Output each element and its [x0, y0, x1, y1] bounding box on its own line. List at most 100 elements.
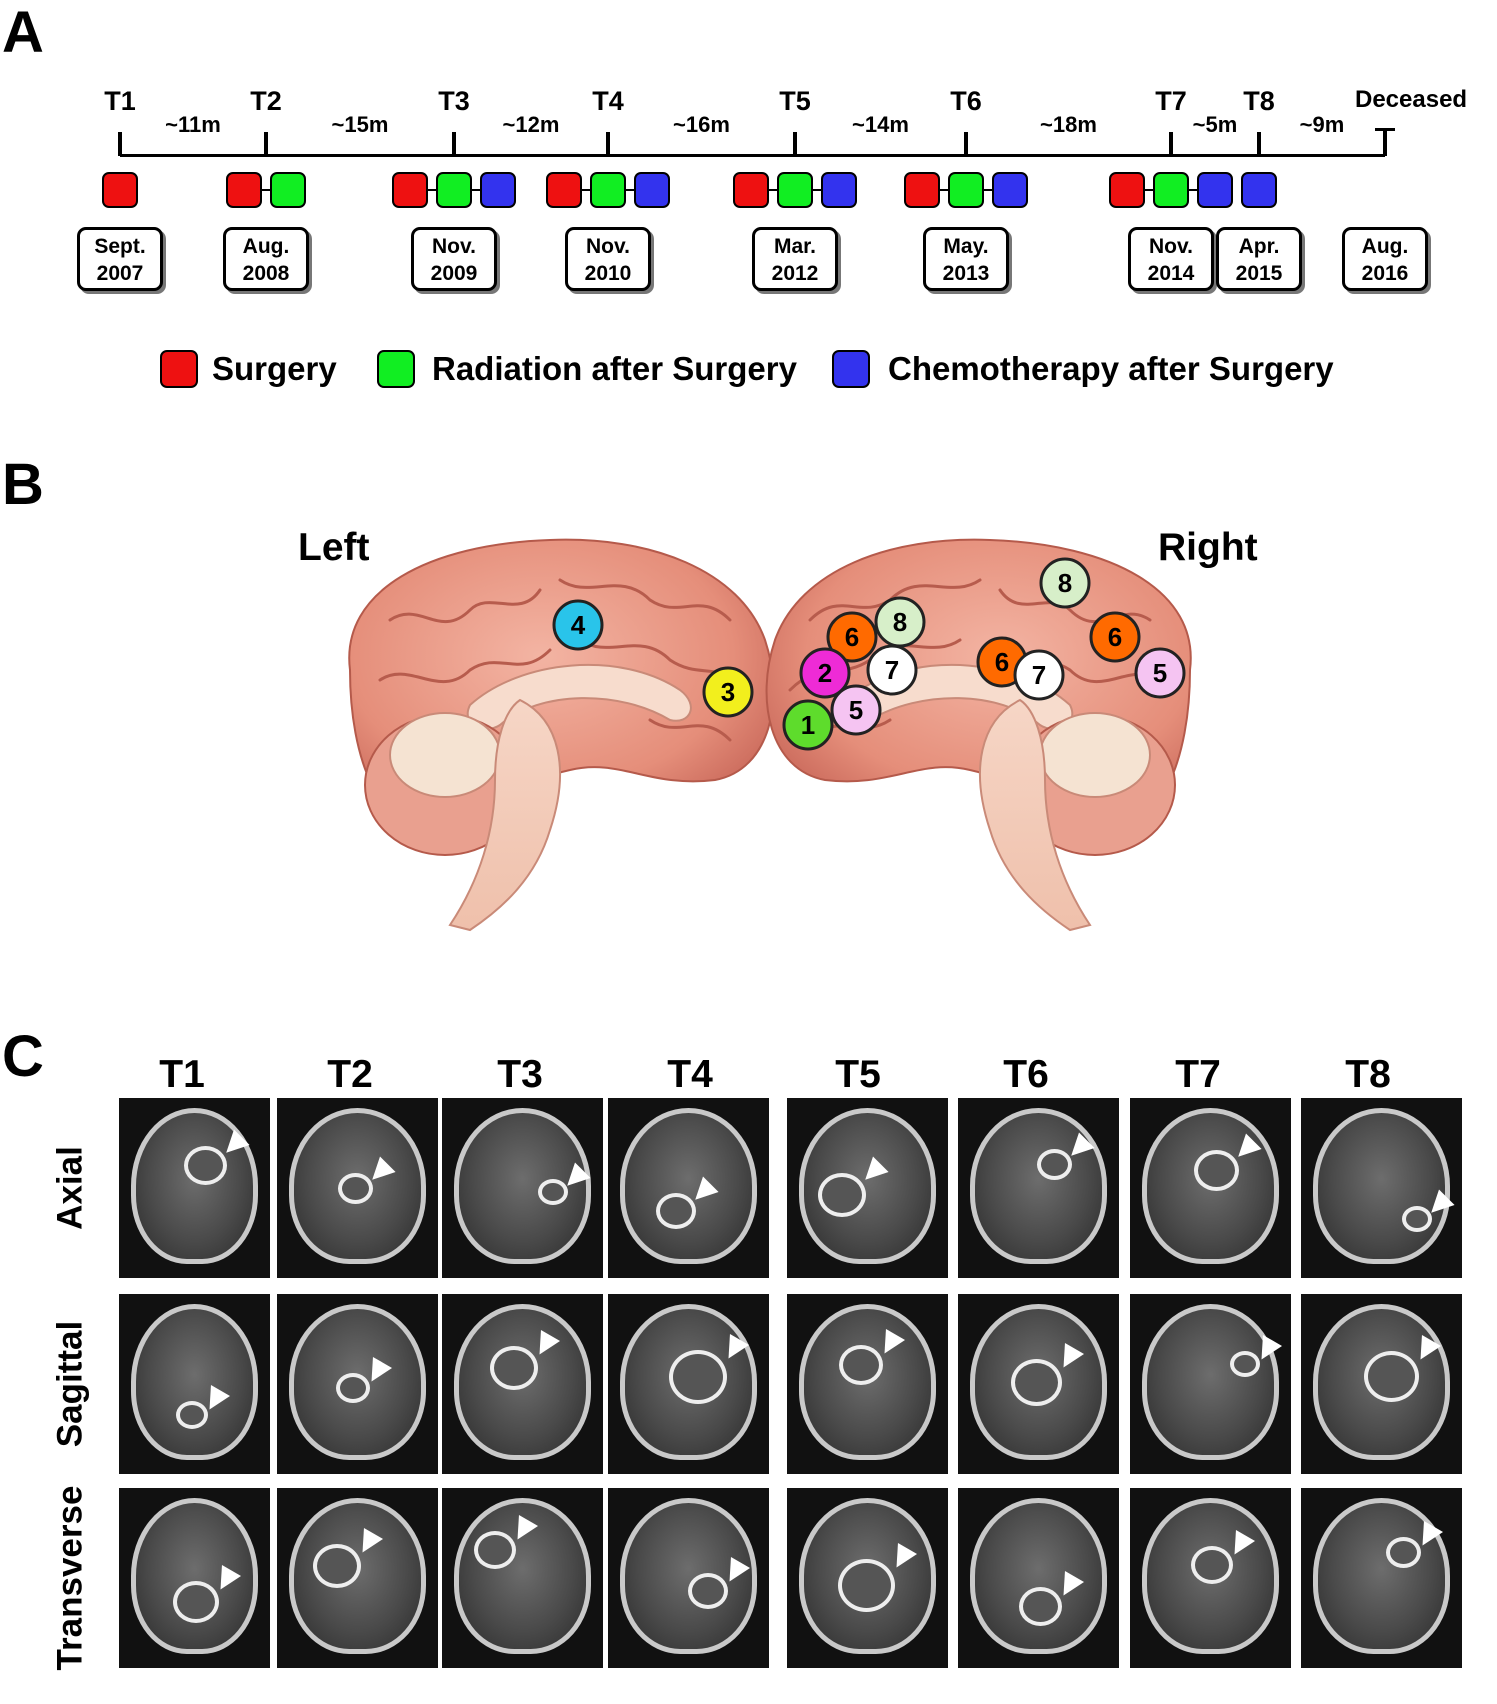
date-year: 2007	[96, 262, 144, 285]
mri-scan-image	[1301, 1294, 1462, 1474]
treatment-connector	[940, 189, 948, 191]
recurrence-marker-number: 1	[801, 710, 815, 740]
left-hemisphere	[348, 538, 775, 932]
date-month: Mar.	[773, 235, 817, 258]
mri-lesion	[818, 1173, 866, 1217]
date-month: Nov.	[1149, 235, 1193, 258]
timepoint-label-t2: T2	[250, 86, 282, 116]
mri-lesion	[1230, 1351, 1260, 1377]
mri-scan-image	[442, 1098, 603, 1278]
radiation-marker	[590, 172, 626, 208]
date-month: Aug.	[242, 235, 290, 258]
mri-scan-image	[958, 1294, 1119, 1474]
recurrence-marker-circle	[826, 611, 878, 663]
mri-scan-image	[787, 1294, 948, 1474]
treatment-connector	[626, 189, 634, 191]
mri-column-label-t5: T5	[835, 1053, 881, 1096]
interval-label: ~15m	[331, 112, 389, 137]
recurrence-marker-circle	[552, 599, 604, 651]
mri-lesion	[474, 1531, 516, 1569]
timepoint-tick	[452, 132, 456, 156]
radiation-marker	[777, 172, 813, 208]
timepoint-label-t4: T4	[592, 86, 624, 116]
mri-skull-outline	[1313, 1108, 1450, 1264]
mri-lesion	[1019, 1587, 1062, 1626]
deceased-cap	[1375, 128, 1395, 131]
timepoint-tick	[1169, 132, 1173, 156]
mri-skull-outline	[970, 1108, 1107, 1264]
recurrence-marker-circle	[1134, 647, 1186, 699]
mri-scan-image	[119, 1294, 270, 1474]
surgery-marker	[546, 172, 582, 208]
radiation-marker	[948, 172, 984, 208]
mri-lesion	[669, 1350, 727, 1404]
mri-lesion	[538, 1179, 568, 1205]
recurrence-marker-circle	[866, 644, 918, 696]
surgery-marker	[733, 172, 769, 208]
treatment-connector	[1189, 189, 1197, 191]
mri-scan-image	[608, 1488, 769, 1668]
recurrence-marker-circle	[830, 684, 882, 736]
mri-lesion	[688, 1573, 728, 1609]
recurrence-marker-circle	[1013, 649, 1065, 701]
recurrence-marker-circle	[782, 699, 834, 751]
treatment-connector	[262, 189, 270, 191]
mri-scan-image	[787, 1098, 948, 1278]
date-month: Nov.	[586, 235, 630, 258]
date-month: Apr.	[1238, 235, 1280, 258]
mri-column-label-t1: T1	[159, 1053, 205, 1096]
recurrence-marker-circle	[1089, 611, 1141, 663]
mri-lesion	[184, 1146, 227, 1185]
mri-column-label-t3: T3	[497, 1053, 543, 1096]
mri-lesion	[656, 1193, 696, 1229]
date-year: 2008	[242, 262, 290, 285]
chemotherapy-marker	[992, 172, 1028, 208]
mri-scan-image	[608, 1294, 769, 1474]
mri-lesion	[839, 1345, 883, 1385]
mri-lesion	[336, 1373, 370, 1403]
recurrence-marker-number: 7	[1032, 660, 1046, 690]
mri-lesion	[1191, 1546, 1233, 1584]
interval-label: ~18m	[1040, 112, 1097, 137]
mri-skull-outline	[454, 1108, 591, 1264]
mri-scan-image	[277, 1294, 438, 1474]
mri-column-label-t8: T8	[1345, 1053, 1391, 1096]
chemotherapy-marker	[634, 172, 670, 208]
treatment-connector	[813, 189, 821, 191]
interval-label: ~16m	[673, 112, 730, 137]
mri-skull-outline	[131, 1108, 258, 1264]
legend-chemotherapy-swatch	[832, 350, 870, 388]
recurrence-marker-number: 8	[893, 607, 907, 637]
mri-scan-image	[958, 1098, 1119, 1278]
deceased-label: Deceased	[1355, 86, 1468, 113]
chemotherapy-marker	[1241, 172, 1277, 208]
mri-lesion	[313, 1544, 361, 1588]
timepoint-label-t1: T1	[104, 86, 136, 116]
mri-skull-outline	[970, 1304, 1107, 1460]
mri-lesion	[1037, 1149, 1072, 1180]
mri-scan-image	[277, 1098, 438, 1278]
legend-radiation-swatch	[377, 350, 415, 388]
date-box-t8: Apr. 2015	[1216, 227, 1302, 291]
recurrence-marker-number: 6	[995, 647, 1009, 677]
mri-skull-outline	[131, 1498, 258, 1654]
surgery-marker	[1109, 172, 1145, 208]
recurrence-marker-circle	[799, 647, 851, 699]
mri-lesion	[173, 1581, 219, 1623]
interval-label: ~11m	[165, 112, 221, 137]
chemotherapy-marker	[480, 172, 516, 208]
mri-skull-outline	[620, 1108, 757, 1264]
mri-scan-image	[277, 1488, 438, 1668]
date-box-t1: Sept.2007	[77, 227, 163, 291]
timepoint-tick	[964, 132, 968, 156]
recurrence-marker-number: 2	[818, 658, 832, 688]
timepoint-label-t7: T7	[1155, 86, 1187, 116]
recurrence-marker-number: 5	[849, 695, 863, 725]
recurrence-marker-number: 4	[571, 610, 586, 640]
date-box-t7: Nov.2014	[1128, 227, 1214, 291]
date-year: 2015	[1235, 262, 1283, 285]
date-box-t3: Nov.2009	[411, 227, 497, 291]
radiation-marker	[1153, 172, 1189, 208]
mri-lesion	[1011, 1359, 1062, 1406]
legend-surgery-swatch	[160, 350, 198, 388]
